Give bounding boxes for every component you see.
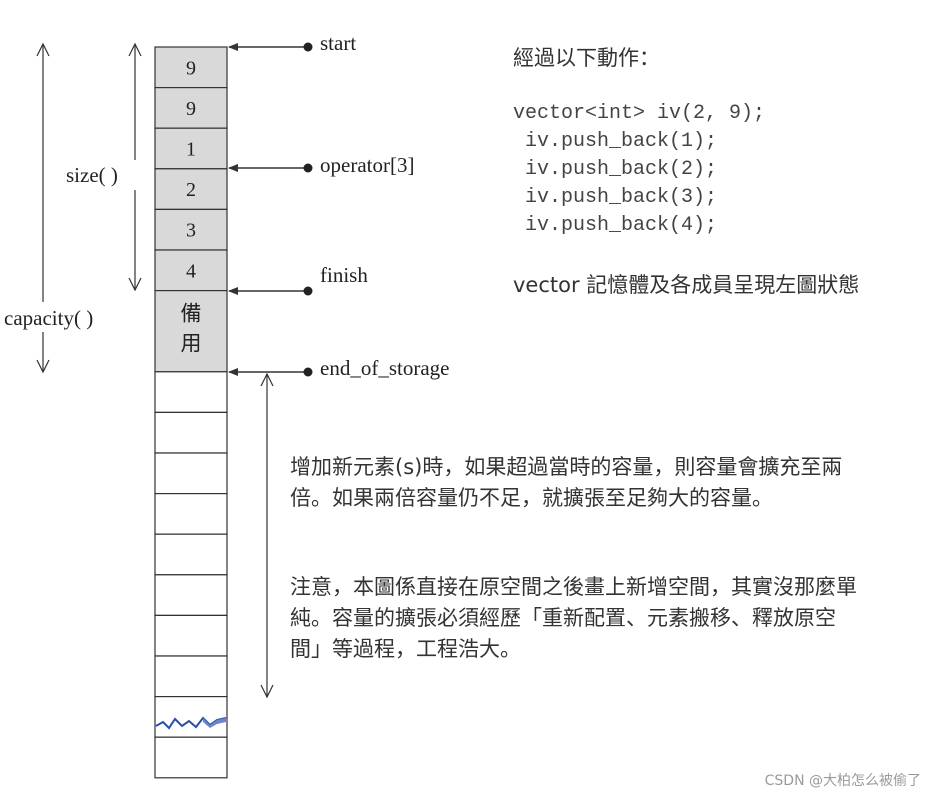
- growth-note: 增加新元素(s)時，如果超過當時的容量，則容量會擴充至兩倍。如果兩倍容量仍不足，…: [290, 455, 843, 510]
- element-value: 2: [186, 179, 196, 201]
- code-line: iv.push_back(3);: [513, 186, 718, 209]
- pointer-operator: operator[3]: [228, 153, 414, 177]
- empty-cell: [154, 452, 228, 495]
- capacity-dimension: capacity( ): [2, 42, 126, 374]
- element-value: 1: [186, 139, 196, 161]
- code-line: vector<int> iv(2, 9);: [513, 102, 766, 125]
- element-value: 9: [186, 57, 196, 79]
- reserve-label: 備: [181, 302, 202, 326]
- code-line: iv.push_back(2);: [513, 158, 718, 181]
- empty-cell: [154, 371, 228, 413]
- size-dimension: size( ): [62, 42, 142, 292]
- element-cell: [154, 249, 228, 292]
- state-note: vector 記憶體及各成員呈現左圖狀態: [513, 273, 860, 297]
- pointer-start: start: [228, 31, 356, 55]
- expansion-dimension: [260, 372, 274, 699]
- element-cell: [154, 168, 228, 211]
- empty-cell: [154, 574, 228, 616]
- empty-cell: [154, 655, 228, 698]
- memory-cells: 9 9 1 2 3 4 備用: [154, 46, 228, 779]
- empty-cell: [154, 736, 228, 779]
- memory-continuation-squiggle-shade: [203, 718, 226, 728]
- pointer-end-of-storage-label: end_of_storage: [320, 356, 449, 380]
- memory-continuation-squiggle: [155, 716, 227, 730]
- empty-cell: [154, 493, 228, 535]
- code-block: vector<int> iv(2, 9); iv.push_back(1); i…: [513, 100, 765, 240]
- element-cell: [154, 86, 228, 129]
- pointer-finish: finish: [228, 263, 368, 296]
- code-line: iv.push_back(4);: [513, 214, 718, 237]
- pointer-start-label: start: [320, 31, 356, 55]
- element-value: 3: [186, 220, 196, 242]
- empty-cell: [154, 695, 228, 738]
- empty-cell: [154, 533, 228, 576]
- element-value: 9: [186, 98, 196, 120]
- code-line: iv.push_back(1);: [513, 130, 718, 153]
- capacity-label: capacity( ): [4, 306, 93, 330]
- steps-title: 經過以下動作：: [513, 46, 660, 70]
- pointer-end-of-storage: end_of_storage: [228, 356, 449, 380]
- caveat-note: 注意，本圖係直接在原空間之後畫上新增空間，其實沒那麼單純。容量的擴張必須經歷「重…: [290, 575, 857, 661]
- watermark: CSDN @大柏怎么被偷了: [764, 773, 921, 789]
- reserve-label: 用: [181, 332, 202, 356]
- empty-cell: [154, 411, 228, 454]
- empty-cell: [154, 614, 228, 657]
- element-cell: [154, 46, 228, 89]
- size-label: size( ): [66, 163, 118, 187]
- pointer-operator-label: operator[3]: [320, 153, 414, 177]
- element-value: 4: [186, 260, 196, 282]
- pointer-finish-label: finish: [320, 263, 368, 287]
